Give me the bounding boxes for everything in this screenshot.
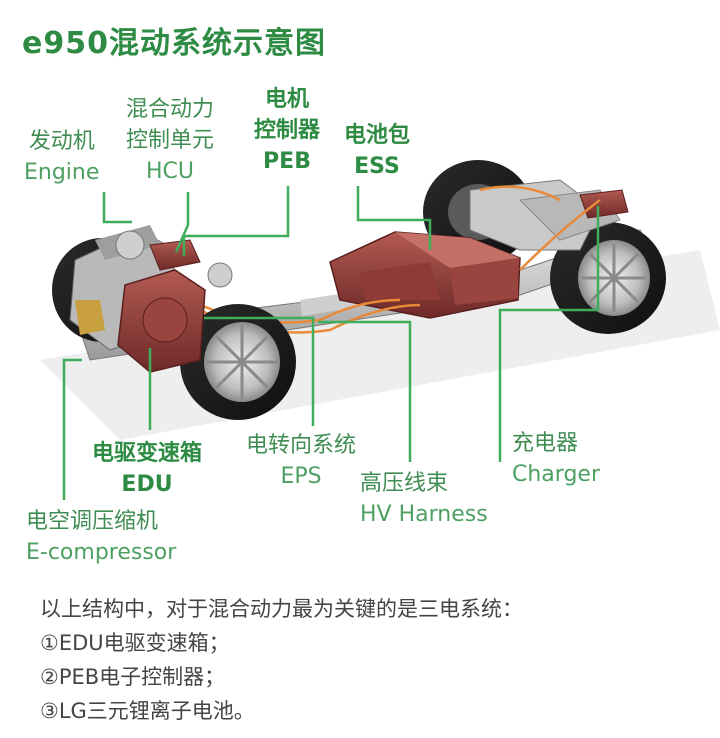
label-charger-zh: 充电器 <box>512 431 579 456</box>
label-engine: 发动机 Engine <box>24 126 99 188</box>
label-edu-zh: 电驱变速箱 <box>92 441 203 466</box>
label-ecomp-zh: 电空调压缩机 <box>26 509 159 534</box>
label-eps: 电转向系统 EPS <box>246 430 356 492</box>
summary-line-4: ③LG三元锂离子电池。 <box>40 699 255 723</box>
leader-ess <box>356 186 432 250</box>
leader-ecomp <box>62 358 82 500</box>
label-hcu: 混合动力 控制单元 HCU <box>126 94 214 187</box>
leader-charger <box>498 206 600 462</box>
summary-text: 以上结构中，对于混合动力最为关键的是三电系统： ①EDU电驱变速箱； ②PEB电… <box>40 592 523 728</box>
label-charger-en: Charger <box>512 462 600 487</box>
leader-eps <box>204 316 315 426</box>
label-ess-en: ESS <box>354 154 400 179</box>
leader-engine <box>102 192 132 224</box>
label-charger: 充电器 Charger <box>512 428 600 490</box>
label-peb-zh1: 电机 <box>265 87 310 112</box>
label-peb-en: PEB <box>263 149 311 174</box>
leader-peb <box>182 186 290 256</box>
leader-hcu <box>174 192 190 253</box>
label-hv-zh: 高压线束 <box>360 471 449 496</box>
label-hcu-zh1: 混合动力 <box>126 97 215 122</box>
summary-line-3: ②PEB电子控制器； <box>40 665 226 689</box>
label-ess-zh: 电池包 <box>344 123 411 148</box>
label-hv-en: HV Harness <box>360 502 488 527</box>
label-engine-en: Engine <box>24 160 100 185</box>
charger-unit <box>579 189 629 219</box>
leader-lines <box>62 186 600 500</box>
label-edu: 电驱变速箱 EDU <box>92 438 202 500</box>
edu-transmission <box>117 269 206 373</box>
label-hcu-en: HCU <box>146 159 195 184</box>
leader-hv <box>318 320 412 462</box>
summary-line-1: 以上结构中，对于混合动力最为关键的是三电系统： <box>40 597 523 621</box>
label-eps-zh: 电转向系统 <box>246 433 357 458</box>
label-e-compressor: 电空调压缩机 E-compressor <box>26 506 176 568</box>
label-hcu-zh2: 控制单元 <box>126 128 215 153</box>
label-eps-en: EPS <box>280 464 322 489</box>
page-title: e950混动系统示意图 <box>22 26 326 61</box>
label-engine-zh: 发动机 <box>28 129 95 154</box>
front-right-wheel <box>180 304 296 420</box>
label-ess: 电池包 ESS <box>344 120 410 182</box>
label-peb: 电机 控制器 PEB <box>254 84 320 177</box>
battery-pack <box>329 231 521 319</box>
label-ecomp-en: E-compressor <box>26 540 177 565</box>
label-peb-zh2: 控制器 <box>254 118 321 143</box>
peb-controller <box>149 239 201 271</box>
label-edu-en: EDU <box>121 472 173 497</box>
label-hv-harness: 高压线束 HV Harness <box>360 468 488 530</box>
summary-line-2: ①EDU电驱变速箱； <box>40 631 230 655</box>
